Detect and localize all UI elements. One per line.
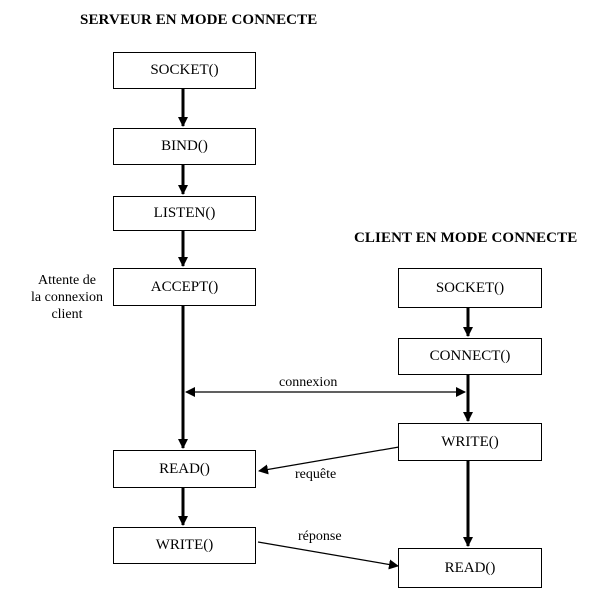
server-read-box: READ()	[113, 450, 256, 488]
server-write-box: WRITE()	[113, 527, 256, 564]
connexion-label: connexion	[279, 375, 338, 390]
server-socket-box: SOCKET()	[113, 52, 256, 89]
client-connect-box: CONNECT()	[398, 338, 542, 375]
client-socket-box: SOCKET()	[398, 268, 542, 308]
accept-note: Attente de la connexion client	[24, 272, 110, 323]
client-title: CLIENT EN MODE CONNECTE	[354, 230, 578, 246]
server-bind-box: BIND()	[113, 128, 256, 165]
client-read-box: READ()	[398, 548, 542, 588]
accept-note-line2: la connexion	[31, 290, 103, 305]
client-write-box: WRITE()	[398, 423, 542, 461]
server-accept-box: ACCEPT()	[113, 268, 256, 306]
server-title: SERVEUR EN MODE CONNECTE	[80, 12, 318, 28]
requete-label: requête	[295, 467, 337, 482]
reponse-label: réponse	[298, 529, 342, 544]
accept-note-line1: Attente de	[38, 273, 96, 288]
arrow-requete	[258, 446, 400, 475]
server-listen-box: LISTEN()	[113, 196, 256, 231]
arrow-reponse	[257, 541, 399, 570]
accept-note-line3: client	[51, 307, 83, 322]
